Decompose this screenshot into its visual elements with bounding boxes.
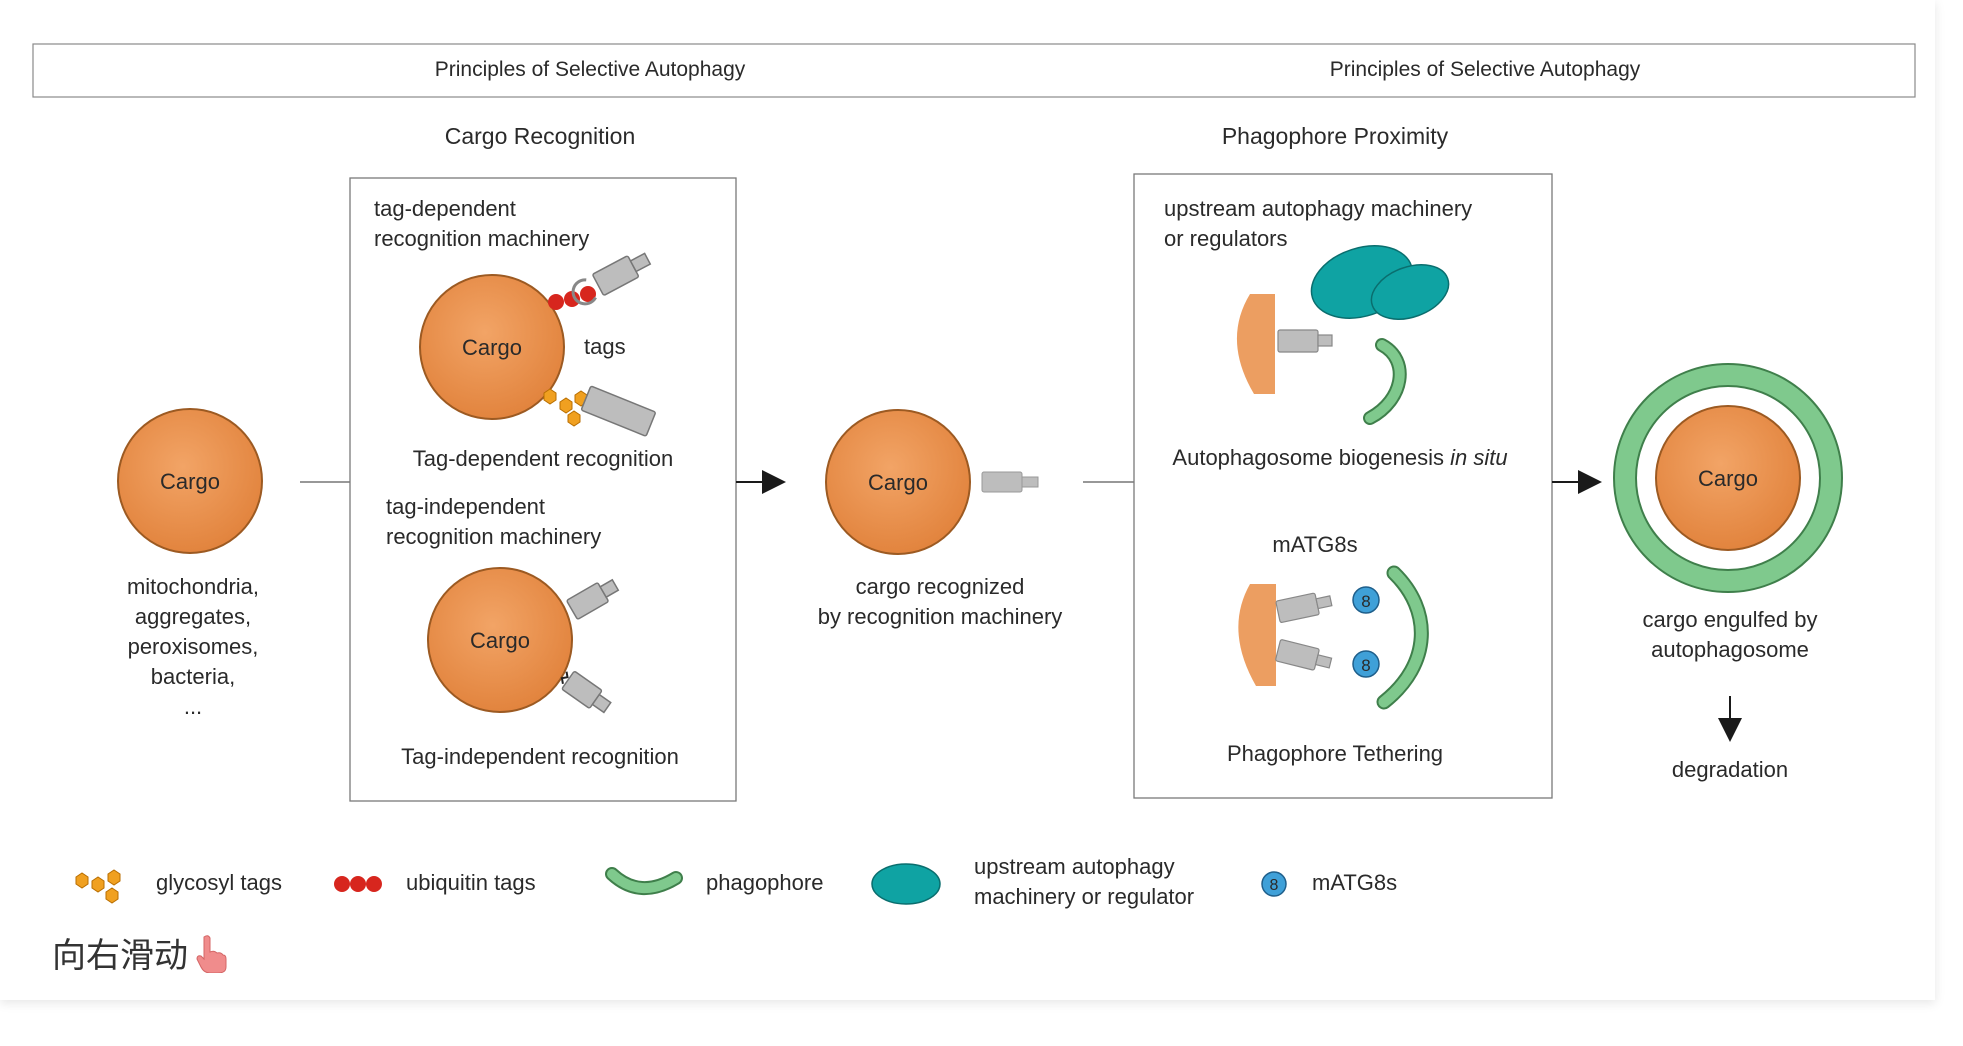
matg8-protein-lower xyxy=(1352,650,1380,678)
cargo-tag-independent-label: Cargo xyxy=(470,628,530,653)
cargo-example-2: aggregates, xyxy=(135,604,251,629)
cargo-engulfed-label: Cargo xyxy=(1698,466,1758,491)
cargo-tag-independent xyxy=(427,567,573,713)
header-right-title: Principles of Selective Autophagy xyxy=(1330,58,1641,81)
cargo-example-3: peroxisomes, xyxy=(128,634,259,659)
receptor-direct-lower xyxy=(560,671,612,714)
upstream-heading-1: upstream autophagy machinery xyxy=(1164,196,1472,221)
receptor-direct-upper xyxy=(566,578,620,620)
header-bar xyxy=(32,43,1916,98)
tag-indep-heading-2: recognition machinery xyxy=(386,524,601,549)
cargo-example-5: ... xyxy=(184,694,202,719)
tag-dep-heading-2: recognition machinery xyxy=(374,226,589,251)
autophagosome-membrane-fill xyxy=(1615,365,1841,591)
receptor-lower-1 xyxy=(1275,592,1333,623)
tag-dep-caption: Tag-dependent recognition xyxy=(413,446,674,471)
legend-glycosyl-label: glycosyl tags xyxy=(156,870,282,895)
pointing-hand-icon xyxy=(196,934,227,973)
legend-upstream-icon xyxy=(871,863,941,905)
recognition-box xyxy=(349,177,737,802)
receptor-upper-tip xyxy=(1317,334,1333,347)
proximity-box xyxy=(1133,173,1553,799)
phagophore-tethered xyxy=(1378,567,1427,708)
recognized-caption-1: cargo recognized xyxy=(856,574,1025,599)
biogenesis-caption: Autophagosome biogenesis in situ xyxy=(1172,445,1507,470)
cargo-tag-dependent-label: Cargo xyxy=(462,335,522,360)
ubiquitin-bead xyxy=(564,291,580,307)
upstream-heading-2: or regulators xyxy=(1164,226,1288,251)
cargo-recognized xyxy=(825,409,971,555)
matg8-protein-upper-number: 8 xyxy=(1361,592,1370,611)
header-left-title: Principles of Selective Autophagy xyxy=(435,58,746,81)
cargo-example-1: mitochondria, xyxy=(127,574,259,599)
ubiquitin-bead xyxy=(548,294,564,310)
cargo-tag-dependent xyxy=(419,274,565,420)
tethering-caption: Phagophore Tethering xyxy=(1227,741,1443,766)
cargo-recognized-label: Cargo xyxy=(868,470,928,495)
receptor-glycosyl xyxy=(580,385,656,437)
cargo-left-label: Cargo xyxy=(160,469,220,494)
tag-dep-heading-1: tag-dependent xyxy=(374,196,516,221)
matg8-heading: mATG8s xyxy=(1272,532,1357,557)
legend-matg8-number: 8 xyxy=(1270,877,1279,894)
legend-phagophore-icon xyxy=(607,869,681,894)
legend-ubiquitin-bead xyxy=(350,876,366,892)
tags-label: tags xyxy=(584,334,626,359)
swipe-hint-label: 向右滑动 xyxy=(52,936,188,976)
receptor-upper xyxy=(1277,329,1319,353)
upstream-regulator-2 xyxy=(1370,264,1450,320)
legend-upstream-label-2: machinery or regulator xyxy=(974,884,1194,909)
glycosyl-tag-cluster xyxy=(543,388,588,427)
cargo-example-4: bacteria, xyxy=(151,664,235,689)
tag-indep-heading-1: tag-independent xyxy=(386,494,545,519)
legend-glycosyl-icon xyxy=(75,869,121,904)
recognized-caption-2: by recognition machinery xyxy=(818,604,1063,629)
ubiquitin-bead xyxy=(580,286,596,302)
swipe-hint[interactable]: 向右滑动 xyxy=(52,928,228,977)
receptor-lower-2 xyxy=(1275,639,1333,671)
matg8-protein-upper xyxy=(1352,586,1380,614)
legend-upstream-label-1: upstream autophagy xyxy=(974,854,1175,879)
section-title-cargo-recognition: Cargo Recognition xyxy=(445,123,636,149)
legend-ubiquitin-bead xyxy=(334,876,350,892)
receptor-bound xyxy=(981,471,1039,493)
degradation-label: degradation xyxy=(1672,757,1788,782)
engulfed-caption-2: autophagosome xyxy=(1651,637,1809,662)
cargo-left xyxy=(117,408,263,554)
phagophore-upper-fill xyxy=(1365,340,1405,423)
legend-matg8-label: mATG8s xyxy=(1312,870,1397,895)
legend-phagophore-label: phagophore xyxy=(706,870,823,895)
section-title-phagophore-proximity: Phagophore Proximity xyxy=(1222,123,1449,149)
matg8-protein-lower-number: 8 xyxy=(1361,656,1370,675)
legend-matg8-icon xyxy=(1261,871,1287,897)
engulfed-caption-1: cargo engulfed by xyxy=(1643,607,1818,632)
receptor-ubiquitin xyxy=(571,252,652,306)
cargo-edge-upper xyxy=(1236,294,1275,394)
cargo-edge-lower xyxy=(1238,584,1276,686)
legend-ubiquitin-label: ubiquitin tags xyxy=(406,870,536,895)
legend-ubiquitin-bead xyxy=(366,876,382,892)
cargo-engulfed xyxy=(1655,405,1801,551)
tag-indep-caption: Tag-independent recognition xyxy=(401,744,679,769)
